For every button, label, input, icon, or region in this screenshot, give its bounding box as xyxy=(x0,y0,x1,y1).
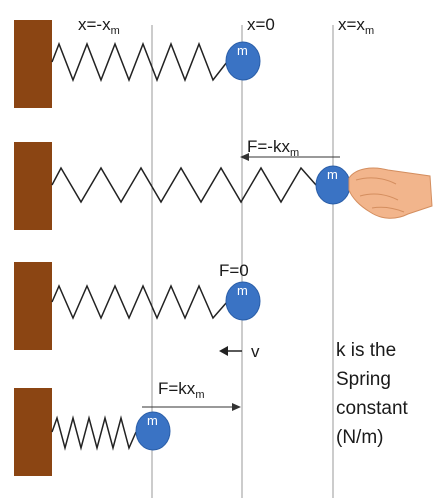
velocity-label: v xyxy=(251,342,260,361)
wall-4 xyxy=(14,388,52,476)
position-label-pos-xm: x=xm xyxy=(338,15,374,37)
mass-4-label: m xyxy=(147,413,158,428)
note-line-1: k is the xyxy=(336,340,396,361)
spring-4 xyxy=(51,415,137,451)
note-line-3: constant xyxy=(336,398,409,419)
note-line-2: Spring xyxy=(336,369,391,390)
spring-1 xyxy=(51,41,228,83)
note-line-4: (N/m) xyxy=(336,427,383,448)
position-label-neg-xm: x=-xm xyxy=(78,15,120,37)
spring-constant-note: k is the Spring constant (N/m) xyxy=(336,340,413,448)
mass-2-label: m xyxy=(327,167,338,182)
force-label-neg: F=-kxm xyxy=(247,137,299,159)
force-arrow-pos-head xyxy=(232,403,241,411)
mass-4 xyxy=(135,411,171,451)
spring-3 xyxy=(51,284,228,320)
mass-1 xyxy=(225,41,261,81)
position-label-zero: x=0 xyxy=(247,15,275,34)
force-arrow-neg-head xyxy=(240,153,249,161)
mass-3-label: m xyxy=(237,283,248,298)
velocity-arrow-head xyxy=(219,346,228,356)
wall-2 xyxy=(14,142,52,230)
mass-3 xyxy=(225,281,261,321)
wall-3 xyxy=(14,262,52,350)
force-label-zero: F=0 xyxy=(219,261,249,280)
spring-2 xyxy=(51,166,317,204)
force-label-pos: F=kxm xyxy=(158,379,204,401)
mass-1-label: m xyxy=(237,43,248,58)
wall-1 xyxy=(14,20,52,108)
hand-icon xyxy=(348,167,433,219)
